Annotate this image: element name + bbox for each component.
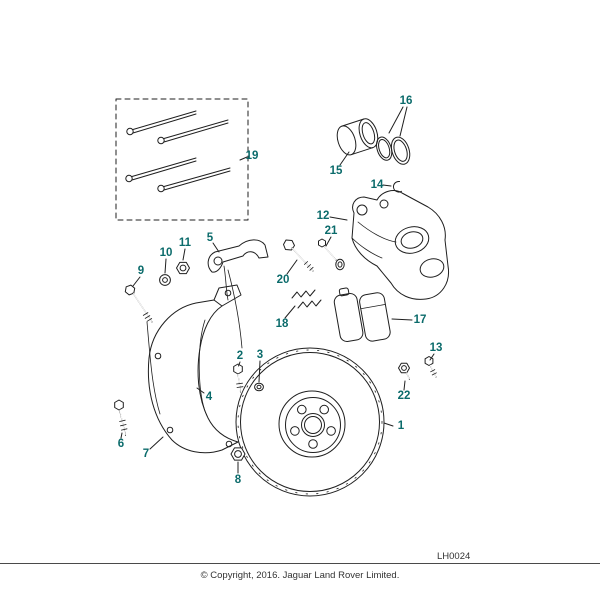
shield-nut — [176, 261, 190, 275]
copyright-text: © Copyright, 2016. Jaguar Land Rover Lim… — [200, 570, 400, 581]
split-pin — [125, 157, 197, 183]
hub-nut — [230, 447, 246, 461]
lower-shield-bolt — [114, 399, 128, 436]
guide-pin-plug — [398, 362, 410, 380]
shield-washer — [159, 274, 171, 286]
split-pin-box — [115, 98, 249, 221]
split-pin — [126, 110, 197, 136]
pad-springs — [291, 289, 322, 309]
brake-disc — [235, 347, 385, 497]
caliper-guide-bolt — [318, 238, 345, 271]
diagram-code: LH0024 — [437, 551, 471, 562]
hose-bracket — [207, 239, 269, 273]
disc-washer — [254, 382, 264, 392]
leader-lines — [120, 106, 435, 474]
bleed-screw — [424, 356, 437, 378]
split-pin — [157, 119, 229, 145]
caliper-piston — [336, 118, 379, 156]
brake-caliper — [351, 190, 450, 300]
dust-shield — [147, 284, 242, 454]
brake-pads — [333, 287, 391, 343]
split-pin — [157, 167, 231, 193]
footer-divider — [0, 563, 600, 564]
assembly-guide-lines — [146, 265, 243, 415]
piston-seals — [376, 136, 411, 165]
disc-bolt — [233, 363, 244, 393]
shield-bolt — [124, 284, 153, 323]
caliper-mounting-bolt — [283, 239, 314, 272]
